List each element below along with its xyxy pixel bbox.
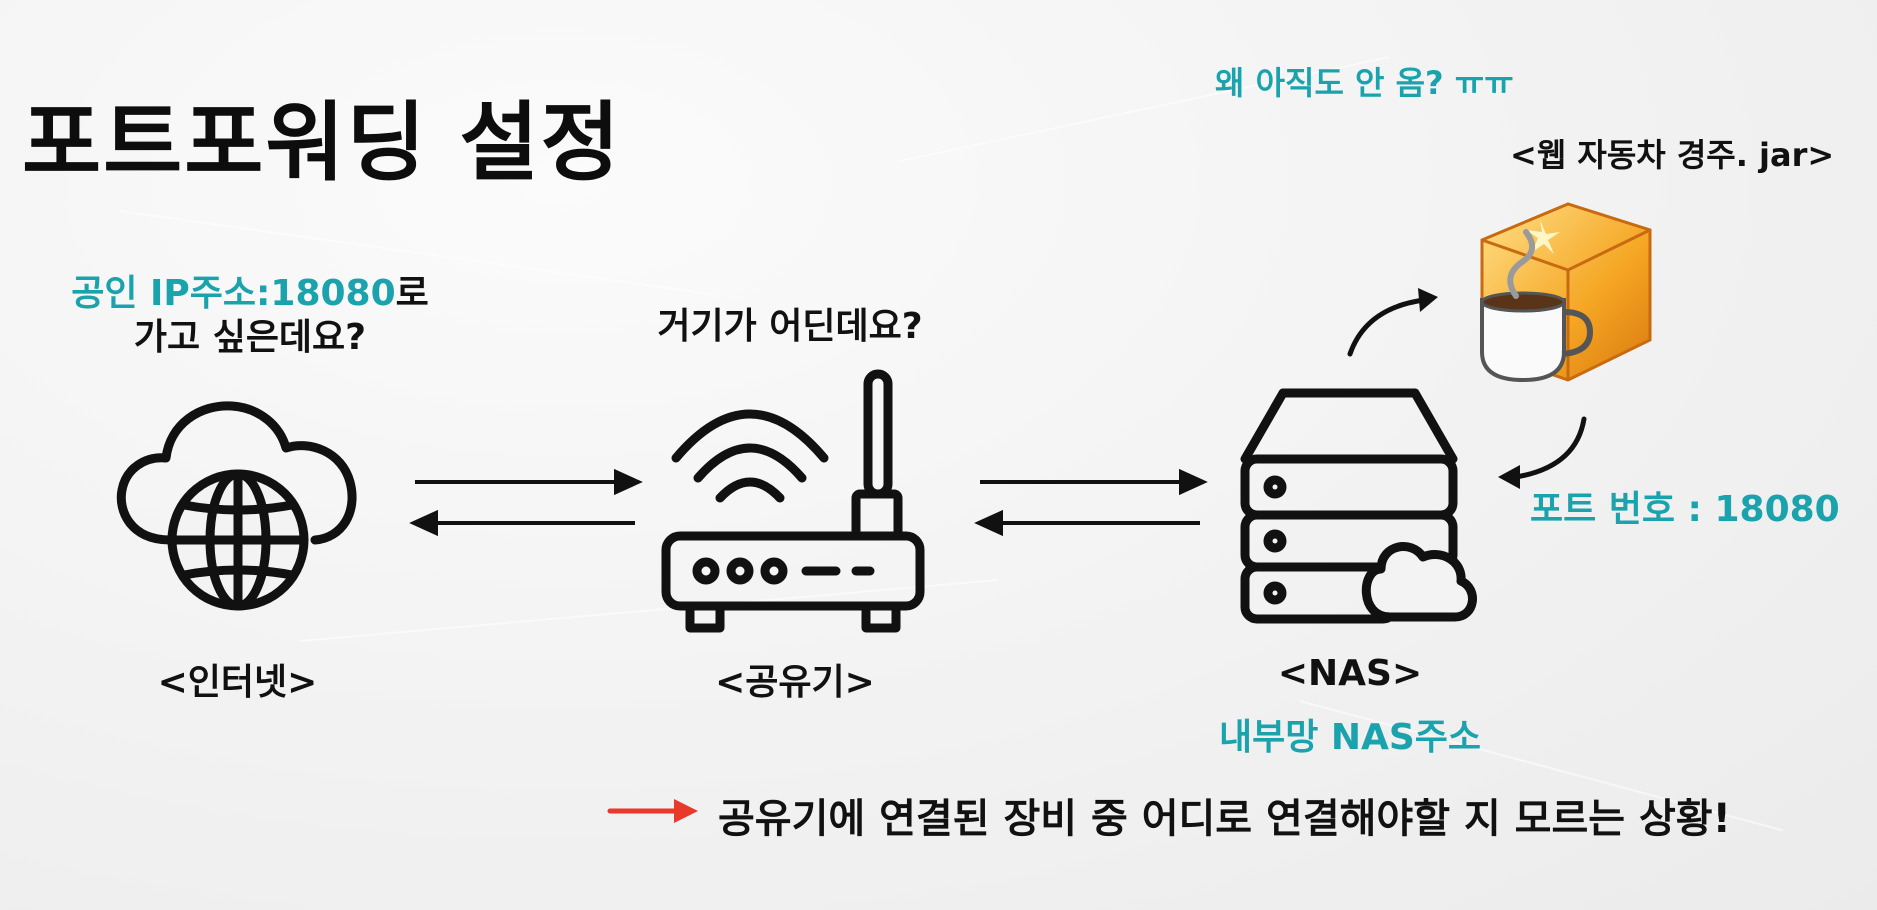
port-number: 포트 번호 : 18080 — [1530, 489, 1840, 530]
public-ip-address: 공인 IP주소:18080 — [71, 273, 396, 314]
nas-label: <NAS> — [1277, 653, 1423, 694]
cloud-globe-icon — [116, 401, 357, 611]
wifi-router-icon — [661, 369, 925, 633]
request-line2: 가고 싶은데요? — [133, 317, 367, 358]
nas-server-icon — [1240, 388, 1477, 624]
app-name: <웹 자동차 경주. jar> — [1510, 136, 1835, 174]
router-question: 거기가 어딘데요? — [657, 306, 923, 347]
java-jar-icon — [1480, 202, 1652, 383]
internet-request-text: 공인 IP주소:18080로 가고 싶은데요? — [40, 272, 460, 360]
red-arrow-icon — [607, 799, 698, 823]
arrow-to-jar — [1347, 288, 1438, 357]
page-title: 포트포워딩 설정 — [22, 93, 622, 193]
conclusion-text: 공유기에 연결된 장비 중 어디로 연결해야할 지 모르는 상황! — [718, 796, 1731, 842]
nas-sublabel: 내부망 NAS주소 — [1218, 717, 1482, 758]
internet-router-arrows — [409, 468, 643, 537]
router-nas-arrows — [974, 468, 1208, 537]
complaint-text: 왜 아직도 안 옴? ㅠㅠ — [1215, 64, 1514, 102]
arrow-from-jar — [1498, 416, 1587, 489]
router-label: <공유기> — [715, 662, 875, 703]
request-suffix: 로 — [395, 273, 429, 314]
internet-label: <인터넷> — [157, 662, 318, 703]
